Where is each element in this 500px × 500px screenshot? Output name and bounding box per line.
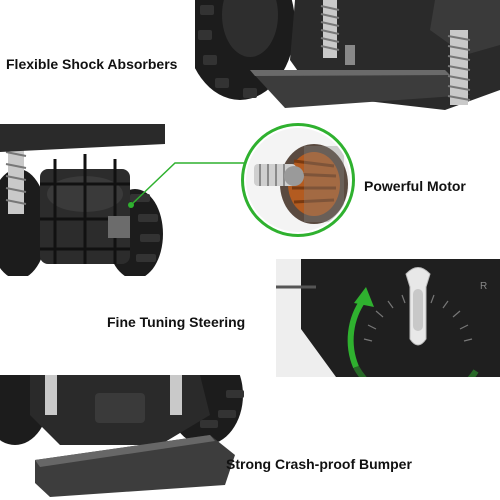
motor-area-photo <box>0 124 165 276</box>
crash-proof-bumper-label: Strong Crash-proof Bumper <box>226 456 412 472</box>
powerful-motor-label: Powerful Motor <box>364 178 466 194</box>
dial-mark: R <box>480 281 487 292</box>
motor-closeup <box>241 123 355 237</box>
bumper-photo <box>0 375 246 500</box>
motor-callout-icon <box>128 162 245 208</box>
steering-dial-photo: R <box>276 259 500 377</box>
shock-absorber-photo <box>195 0 500 118</box>
shock-absorbers-label: Flexible Shock Absorbers <box>6 56 178 72</box>
fine-tuning-steering-label: Fine Tuning Steering <box>107 314 246 330</box>
